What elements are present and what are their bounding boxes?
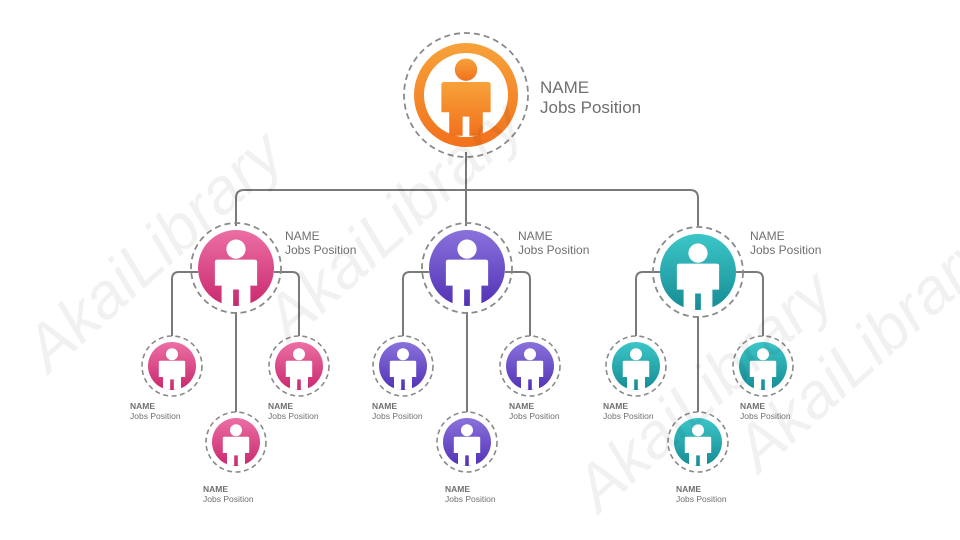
name-text: NAME <box>540 78 590 97</box>
name-text: NAME <box>285 229 320 243</box>
connector-top-to-second-level <box>235 152 699 226</box>
dashed-ring <box>652 226 744 318</box>
node-right-label: NAME Jobs Position <box>750 229 822 258</box>
name-text: NAME <box>372 401 398 411</box>
dashed-ring <box>732 335 794 397</box>
node-left-c-label: NAME Jobs Position <box>268 401 319 422</box>
node-center-c-label: NAME Jobs Position <box>509 401 560 422</box>
connector-left-group <box>171 271 300 412</box>
node-left-a-label: NAME Jobs Position <box>130 401 181 422</box>
name-text: NAME <box>603 401 629 411</box>
dashed-ring <box>190 222 282 314</box>
node-left[interactable] <box>190 222 282 314</box>
position-text: Jobs Position <box>268 410 319 421</box>
connector-right-group <box>635 271 764 412</box>
node-left-a[interactable] <box>141 335 203 397</box>
connector-center-group <box>402 271 531 412</box>
dashed-ring <box>205 411 267 473</box>
connector-lines <box>171 152 764 412</box>
dashed-ring <box>436 411 498 473</box>
position-text: Jobs Position <box>750 242 822 257</box>
node-right-a-label: NAME Jobs Position <box>603 401 654 422</box>
name-text: NAME <box>130 401 156 411</box>
dashed-ring <box>372 335 434 397</box>
node-center-b-label: NAME Jobs Position <box>445 484 496 505</box>
name-text: NAME <box>740 401 766 411</box>
name-text: NAME <box>518 229 553 243</box>
position-text: Jobs Position <box>372 410 423 421</box>
dashed-ring <box>605 335 667 397</box>
node-right-a[interactable] <box>605 335 667 397</box>
node-top[interactable] <box>403 32 529 158</box>
position-text: Jobs Position <box>540 97 642 117</box>
node-top-label: NAME Jobs Position <box>540 78 641 117</box>
dashed-ring <box>499 335 561 397</box>
position-text: Jobs Position <box>203 493 254 504</box>
position-text: Jobs Position <box>285 242 357 257</box>
node-center-c[interactable] <box>499 335 561 397</box>
node-right[interactable] <box>652 226 744 318</box>
node-center-label: NAME Jobs Position <box>518 229 590 258</box>
name-text: NAME <box>509 401 535 411</box>
name-text: NAME <box>268 401 294 411</box>
position-text: Jobs Position <box>676 493 727 504</box>
dashed-ring <box>667 411 729 473</box>
name-text: NAME <box>445 484 471 494</box>
node-center-b[interactable] <box>436 411 498 473</box>
node-right-c-label: NAME Jobs Position <box>740 401 791 422</box>
node-right-b[interactable] <box>667 411 729 473</box>
dashed-ring <box>403 32 529 158</box>
node-left-c[interactable] <box>268 335 330 397</box>
position-text: Jobs Position <box>603 410 654 421</box>
node-right-b-label: NAME Jobs Position <box>676 484 727 505</box>
name-text: NAME <box>203 484 229 494</box>
node-left-b-label: NAME Jobs Position <box>203 484 254 505</box>
node-left-label: NAME Jobs Position <box>285 229 357 258</box>
position-text: Jobs Position <box>445 493 496 504</box>
node-center-a-label: NAME Jobs Position <box>372 401 423 422</box>
node-center-a[interactable] <box>372 335 434 397</box>
node-right-c[interactable] <box>732 335 794 397</box>
dashed-ring <box>268 335 330 397</box>
position-text: Jobs Position <box>130 410 181 421</box>
name-text: NAME <box>676 484 702 494</box>
name-text: NAME <box>750 229 785 243</box>
position-text: Jobs Position <box>518 242 590 257</box>
dashed-ring <box>421 222 513 314</box>
dashed-ring <box>141 335 203 397</box>
position-text: Jobs Position <box>509 410 560 421</box>
node-left-b[interactable] <box>205 411 267 473</box>
position-text: Jobs Position <box>740 410 791 421</box>
node-center[interactable] <box>421 222 513 314</box>
